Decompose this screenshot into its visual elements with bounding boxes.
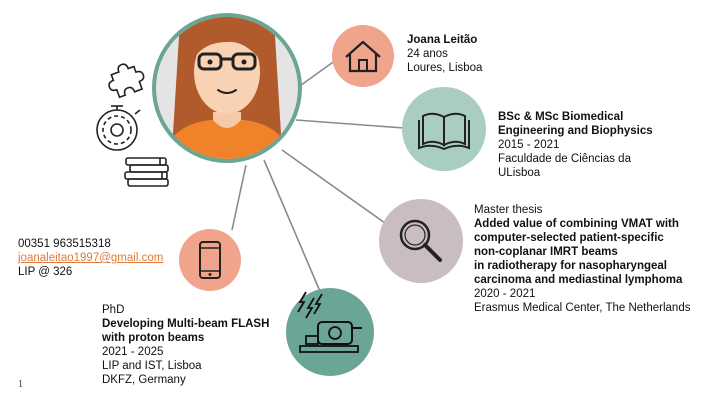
phd-title-1: Developing Multi-beam FLASH	[102, 318, 270, 330]
education-years: 2015 - 2021	[498, 139, 560, 151]
connector-master	[281, 149, 386, 224]
contact-email-link[interactable]: joanaleitao1997@gmail.com	[18, 252, 164, 264]
book-icon	[402, 87, 486, 171]
contact-phone: 00351 963515318	[18, 238, 111, 250]
phd-institution-1: LIP and IST, Lisboa	[102, 360, 202, 372]
master-title-3: non-coplanar IMRT beams	[474, 246, 618, 258]
books-stack-icon	[124, 157, 169, 187]
master-title-1: Added value of combining VMAT with	[474, 218, 679, 230]
connector-phd	[263, 159, 323, 297]
avatar	[152, 13, 302, 163]
connector-home	[296, 59, 337, 89]
contact-block: 00351 963515318 joanaleitao1997@gmail.co…	[18, 237, 163, 279]
contact-office: LIP @ 326	[18, 266, 73, 278]
connector-contact	[231, 164, 247, 231]
master-institution: Erasmus Medical Center, The Netherlands	[474, 302, 691, 314]
phd-block: PhD Developing Multi-beam FLASH with pro…	[102, 303, 269, 387]
magnifier-icon	[379, 199, 463, 283]
master-title-2: computer-selected patient-specific	[474, 232, 664, 244]
master-title-4: in radiotherapy for nasopharyngeal	[474, 260, 667, 272]
phd-title-2: with proton beams	[102, 332, 205, 344]
profile-block: Joana Leitão 24 anos Loures, Lisboa	[407, 33, 482, 75]
accelerator-icon	[286, 288, 374, 376]
education-block: BSc & MSc Biomedical Engineering and Bio…	[498, 110, 653, 180]
profile-name: Joana Leitão	[407, 34, 478, 46]
master-years: 2020 - 2021	[474, 288, 536, 300]
education-institution-1: Faculdade de Ciências da	[498, 153, 631, 165]
phd-institution-2: DKFZ, Germany	[102, 374, 186, 386]
phone-icon	[179, 229, 241, 291]
house-icon	[332, 25, 394, 87]
phd-label: PhD	[102, 304, 125, 316]
profile-location: Loures, Lisboa	[407, 62, 483, 74]
connector-education	[295, 119, 405, 129]
master-title-5: carcinoma and mediastinal lymphoma	[474, 274, 683, 286]
education-title-1: BSc & MSc Biomedical	[498, 111, 624, 123]
connector-lines	[231, 59, 405, 297]
phd-years: 2021 - 2025	[102, 346, 164, 358]
education-institution-2: ULisboa	[498, 167, 541, 179]
education-title-2: Engineering and Biophysics	[498, 125, 653, 137]
master-label: Master thesis	[474, 204, 543, 216]
brain-gear-icon	[96, 105, 141, 151]
puzzle-icon	[108, 63, 145, 99]
page-number: 1	[18, 379, 23, 390]
master-block: Master thesis Added value of combining V…	[474, 203, 690, 315]
profile-age: 24 anos	[407, 48, 448, 60]
